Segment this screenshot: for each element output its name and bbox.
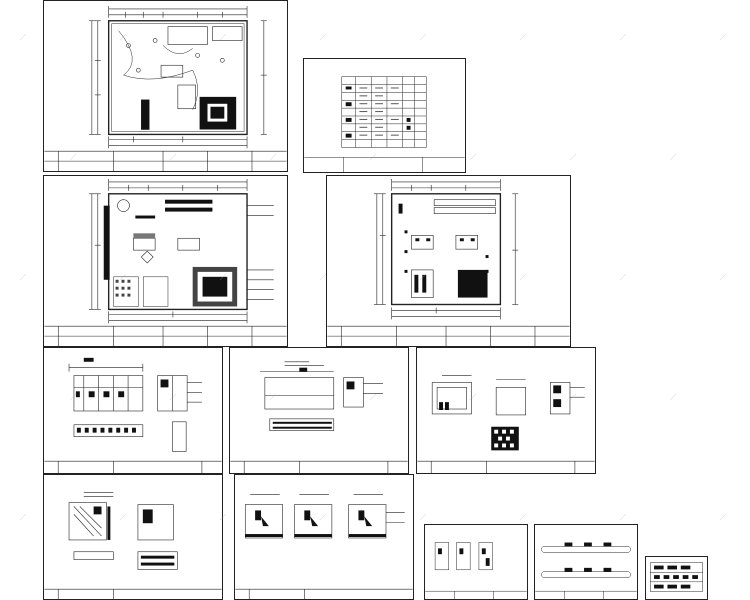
sheet-detail-1[interactable] xyxy=(43,474,223,600)
floor-plan-dimensioned-drawing xyxy=(44,5,287,171)
detail-1-drawing xyxy=(44,492,222,599)
sheet-legend-table[interactable] xyxy=(303,58,466,173)
sheet-elevation-2[interactable] xyxy=(229,347,409,474)
legend-table-drawing xyxy=(304,76,465,172)
detail-4-drawing xyxy=(535,542,637,599)
detail-3-drawing xyxy=(425,542,527,599)
sheet-floor-plan-dimensioned[interactable] xyxy=(43,0,288,172)
floor-plan-furnished-drawing xyxy=(44,178,287,346)
sheet-cover[interactable] xyxy=(645,556,708,600)
sheet-detail-4[interactable] xyxy=(534,524,638,600)
detail-2-drawing xyxy=(235,494,413,599)
sheet-floor-plan-furnished[interactable] xyxy=(43,175,288,347)
cover-drawing xyxy=(650,562,703,592)
sheet-detail-2[interactable] xyxy=(234,474,414,600)
sheet-detail-3[interactable] xyxy=(424,524,528,600)
ceiling-plan-drawing xyxy=(327,178,570,346)
sheet-elevation-1[interactable] xyxy=(43,347,223,474)
elevation-2-drawing xyxy=(230,361,408,473)
elevation-1-drawing xyxy=(44,357,222,473)
sheet-ceiling-plan[interactable] xyxy=(326,175,571,347)
sheet-elevation-3[interactable] xyxy=(416,347,596,474)
elevation-3-drawing xyxy=(417,375,595,473)
